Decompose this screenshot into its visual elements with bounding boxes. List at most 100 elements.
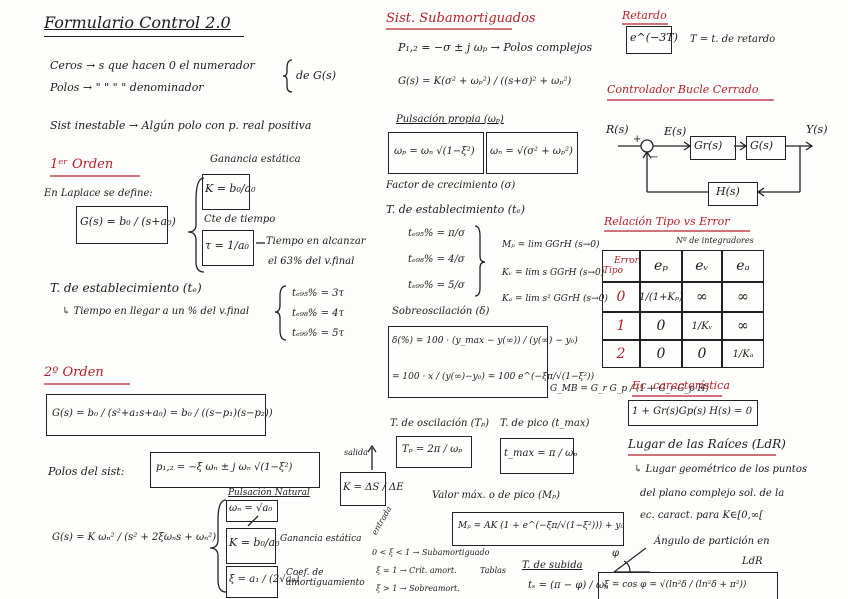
coef: Coef. de amortiguamiento bbox=[286, 568, 365, 589]
xi-cos: ξ = cos φ = √(ln²δ / (ln²δ + π²)) bbox=[604, 580, 747, 590]
tpico-box bbox=[500, 438, 574, 474]
g-block bbox=[746, 136, 786, 160]
vmax-label: Valor máx. o de pico (Mₚ) bbox=[432, 490, 561, 501]
rango-sobre: ξ > 1 → Sobreamort. bbox=[376, 584, 460, 593]
orden1-tau: τ = 1/a₀ bbox=[205, 239, 249, 252]
orden1-heading: 1ᵉʳ Orden bbox=[50, 157, 114, 172]
mpk-box bbox=[452, 512, 624, 546]
ganancia-label: Ganancia estática bbox=[210, 154, 301, 165]
ldr-heading: Lugar de las Raíces (LdR) bbox=[628, 437, 786, 451]
cte-label: Cte de tiempo bbox=[204, 214, 276, 225]
ldr-phi: φ bbox=[612, 548, 620, 559]
tiempo-note1: Tiempo en alcanzar bbox=[266, 236, 366, 247]
retardo-heading: Retardo bbox=[622, 9, 667, 22]
xi-cos-box bbox=[598, 572, 778, 599]
tabla-sub: Nº de integradores bbox=[676, 236, 754, 245]
orden1-gs: G(s) = b₀ / (s+a₀) bbox=[80, 215, 176, 228]
corner-error-label: Error bbox=[614, 256, 639, 266]
tp: Tₚ = 2π / ωₚ bbox=[402, 444, 463, 455]
gs-wn: G(s) = K ωₙ² / (s² + 2ξωₙs + ωₙ²) bbox=[52, 532, 217, 543]
table-cell: 0 bbox=[640, 340, 682, 368]
tiempo-note2: el 63% del v.final bbox=[268, 256, 355, 267]
ec-car-box bbox=[628, 400, 758, 426]
orden2-gs: G(s) = b₀ / (s²+a₁s+a₀) = b₀ / ((s−p₁)(s… bbox=[52, 408, 273, 419]
table-row-type: 1 bbox=[602, 312, 640, 340]
title-underline bbox=[44, 36, 244, 38]
rs-label: R(s) bbox=[606, 123, 629, 136]
wn-box bbox=[226, 500, 278, 522]
polos-eq-box bbox=[150, 452, 320, 488]
corner-tipo-label: Tipo bbox=[603, 266, 624, 276]
h-block bbox=[708, 182, 758, 206]
ec-car-eq: 1 + Gr(s)Gp(s) H(s) = 0 bbox=[632, 406, 753, 417]
ldr-line2: del plano complejo sol. de la bbox=[640, 488, 785, 499]
table-cell: 0 bbox=[640, 312, 682, 340]
polos-line: Polos → " " " " denominador bbox=[50, 81, 204, 94]
table-cell: ∞ bbox=[722, 282, 764, 312]
k2: K = b₀/a₀ bbox=[229, 536, 280, 549]
sub-gs: G(s) = K(σ² + ωₚ²) / ((s+σ)² + ωₚ²) bbox=[398, 76, 572, 87]
tp-box bbox=[396, 436, 472, 468]
polos-eq: p₁,₂ = −ξ ωₙ ± j ωₙ √(1−ξ²) bbox=[156, 462, 293, 473]
g-label: G(s) bbox=[750, 139, 774, 152]
tablas-label: Tablas bbox=[480, 566, 507, 575]
orden1-te-text: ↳ Tiempo en llegar a un % del v.final bbox=[62, 306, 250, 317]
table-row-type: 0 bbox=[602, 282, 640, 312]
orden1-te-heading: T. de establecimiento (tₑ) bbox=[50, 281, 202, 295]
table-cell: 0 bbox=[682, 340, 722, 368]
wn: ωₙ = √a₀ bbox=[229, 503, 273, 514]
table-cell: ∞ bbox=[722, 312, 764, 340]
wp: ωₚ = ωₙ √(1−ξ²) bbox=[394, 146, 475, 157]
pulsacion-label: Pulsación propia (ωₚ) bbox=[396, 114, 504, 125]
orden2-gs-box bbox=[46, 394, 266, 436]
factor: Factor de crecimiento (σ) bbox=[386, 180, 516, 191]
orden1-laplace: En Laplace se define: bbox=[44, 188, 153, 199]
tpico: t_max = π / ωₚ bbox=[504, 448, 578, 459]
delta2: = 100 · x / (y(∞)−y₀) = 100 e^(−ξπ/√(1−ξ… bbox=[392, 372, 595, 382]
table-col-header: eᵥ bbox=[682, 250, 722, 282]
inestable-line: Sist inestable → Algún polo con p. real … bbox=[50, 119, 312, 132]
kv-lim: Kᵥ = lim s GGrH (s→0) bbox=[502, 268, 605, 278]
de-gs-label: de G(s) bbox=[296, 69, 337, 82]
te95: tₑ₉₅% = 3τ bbox=[292, 288, 345, 299]
rango-crit: ξ = 1 → Crít. amort. bbox=[376, 566, 457, 575]
sobre-label: Sobreoscilación (δ) bbox=[392, 306, 490, 317]
ldr-angulo1: Ángulo de partición en bbox=[654, 536, 770, 547]
k2-box bbox=[226, 528, 276, 564]
sub-heading: Sist. Subamortiguados bbox=[386, 11, 536, 26]
frec-label: Pulsación Natural bbox=[228, 488, 310, 498]
minus-sign: − bbox=[650, 152, 659, 163]
table-cell: 1/Kᵥ bbox=[682, 312, 722, 340]
ldr-line3: ec. caract. para K∈[0,∞[ bbox=[640, 510, 763, 521]
ka-lim: Kₐ = lim s² GGrH (s→0) bbox=[502, 294, 608, 304]
xi-box bbox=[226, 566, 278, 598]
delta-box bbox=[388, 326, 548, 398]
tp-label: T. de oscilación (Tₚ) bbox=[390, 418, 490, 429]
ec-car-heading: Ec. característica bbox=[632, 379, 730, 392]
ganancia2: Ganancia estática bbox=[280, 534, 362, 544]
wp-box bbox=[388, 132, 484, 174]
retardo-box bbox=[626, 26, 672, 54]
delta: δ(%) = 100 · (y_max − y(∞)) / (y(∞) − y₀… bbox=[392, 336, 578, 346]
ldr-angulo2: LdR bbox=[742, 556, 763, 567]
table-cell: 1/Kₐ bbox=[722, 340, 764, 368]
ts: tₛ = (π − φ) / ωₚ bbox=[528, 580, 609, 591]
ys-label: Y(s) bbox=[806, 123, 828, 136]
sub-te98: tₑ₉₈% = 4/σ bbox=[408, 254, 465, 265]
polos-label: Polos del sist: bbox=[48, 465, 125, 478]
table-cell: ∞ bbox=[682, 282, 722, 312]
wn-sub-box bbox=[486, 132, 578, 174]
gr-label: Gr(s) bbox=[694, 139, 723, 152]
k-delta: K = ΔS / ΔE bbox=[343, 482, 404, 493]
table-col-header: eₚ bbox=[640, 250, 682, 282]
orden1-gs-box bbox=[76, 206, 168, 244]
ceros-line: Ceros → s que hacen 0 el numerador bbox=[50, 59, 255, 72]
es-label: E(s) bbox=[664, 125, 687, 138]
orden1-k: K = b₀/a₀ bbox=[205, 182, 256, 195]
ldr-line1: ↳ Lugar geométrico de los puntos bbox=[634, 464, 807, 475]
xi: ξ = a₁ / (2√a₀) bbox=[229, 574, 300, 585]
controlador-heading: Controlador Bucle Cerrado bbox=[607, 83, 759, 96]
orden2-heading: 2º Orden bbox=[44, 365, 104, 380]
